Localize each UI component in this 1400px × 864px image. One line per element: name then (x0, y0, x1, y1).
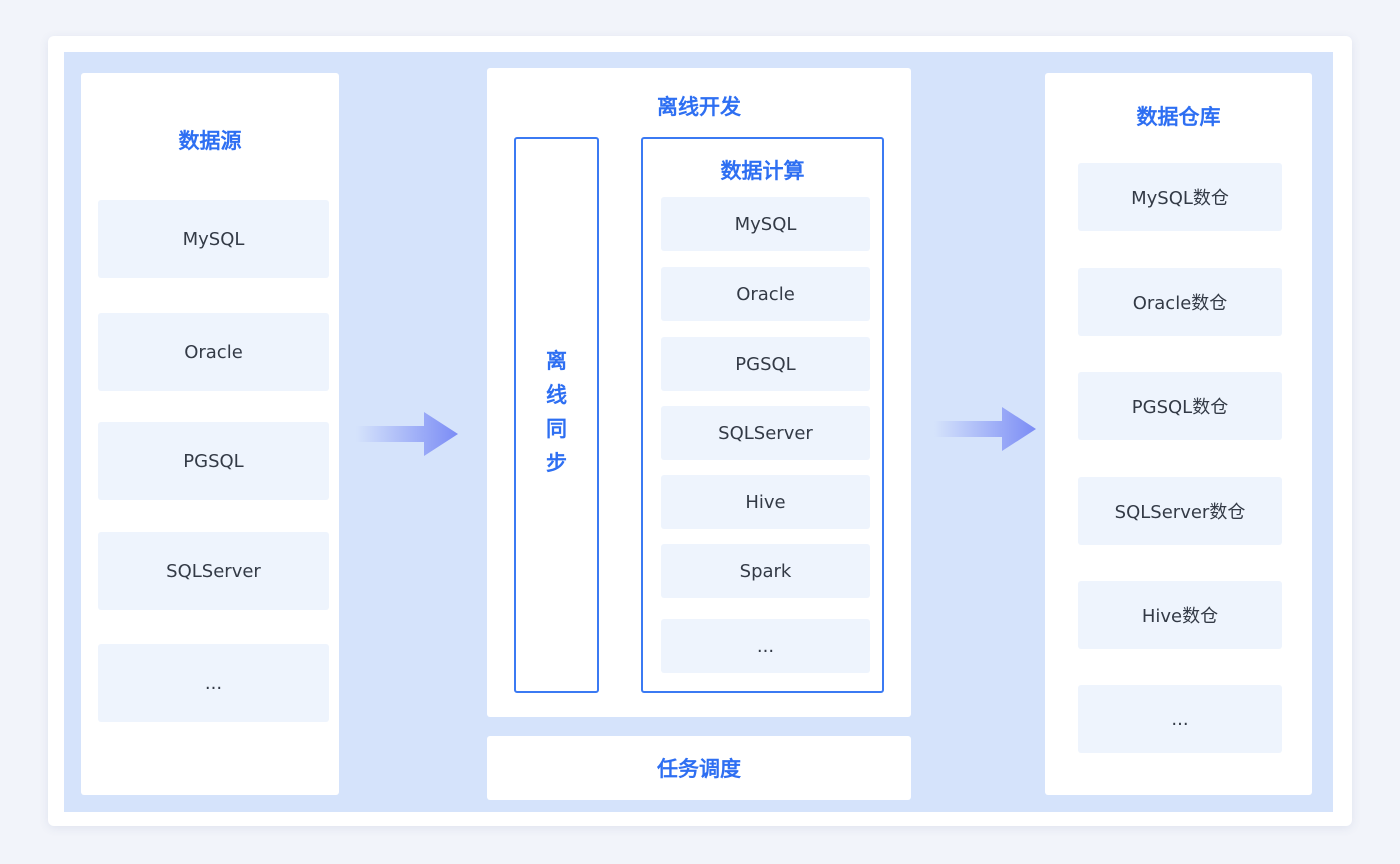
data-source-title: 数据源 (178, 129, 242, 153)
warehouse-item-pgsql: PGSQL数仓 (1078, 372, 1282, 440)
data-warehouse-title: 数据仓库 (1136, 105, 1221, 129)
task-scheduling-title: 任务调度 (657, 757, 741, 781)
data-compute-box: 数据计算 MySQL Oracle PGSQL SQLServer Hive S… (641, 137, 884, 693)
data-warehouse-panel: 数据仓库 MySQL数仓 Oracle数仓 PGSQL数仓 SQLServer数… (1045, 73, 1312, 795)
source-item-pgsql: PGSQL (98, 422, 329, 500)
warehouse-item-hive: Hive数仓 (1078, 581, 1282, 649)
compute-item-oracle: Oracle (661, 267, 870, 321)
warehouse-item-mysql: MySQL数仓 (1078, 163, 1282, 231)
source-item-sqlserver: SQLServer (98, 532, 329, 610)
warehouse-item-more: ... (1078, 685, 1282, 753)
compute-item-spark: Spark (661, 544, 870, 598)
compute-item-more: ... (661, 619, 870, 673)
compute-item-hive: Hive (661, 475, 870, 529)
offline-dev-panel: 离线开发 离 线 同 步 数据计算 MySQL Oracle PGSQL SQL… (487, 68, 911, 717)
warehouse-item-sqlserver: SQLServer数仓 (1078, 477, 1282, 545)
offline-sync-char: 同 (546, 417, 567, 441)
offline-sync-box: 离 线 同 步 (514, 137, 599, 693)
offline-dev-title: 离线开发 (657, 95, 741, 119)
offline-sync-char: 离 (546, 349, 567, 373)
offline-sync-char: 步 (546, 451, 567, 475)
task-scheduling-panel: 任务调度 (487, 736, 911, 800)
data-compute-title: 数据计算 (720, 159, 805, 183)
source-item-mysql: MySQL (98, 200, 329, 278)
data-source-panel: 数据源 MySQL Oracle PGSQL SQLServer ... (81, 73, 339, 795)
arrow-right-icon (934, 407, 1036, 451)
warehouse-item-oracle: Oracle数仓 (1078, 268, 1282, 336)
offline-sync-char: 线 (546, 383, 567, 407)
compute-item-mysql: MySQL (661, 197, 870, 251)
arrow-right-icon (356, 412, 458, 456)
compute-item-pgsql: PGSQL (661, 337, 870, 391)
offline-sync-label: 离 线 同 步 (516, 344, 597, 480)
source-item-more: ... (98, 644, 329, 722)
compute-item-sqlserver: SQLServer (661, 406, 870, 460)
source-item-oracle: Oracle (98, 313, 329, 391)
